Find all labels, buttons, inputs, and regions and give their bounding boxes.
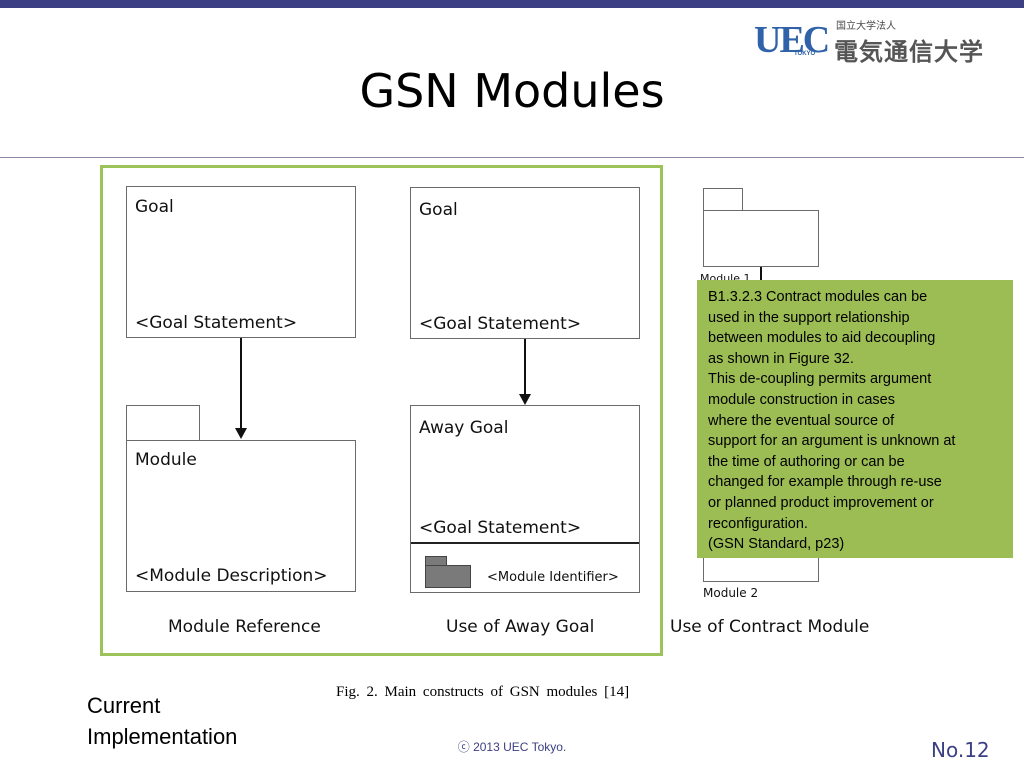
module-identifier: <Module Identifier> [487, 570, 619, 585]
note-line: This de-coupling permits argument [708, 371, 932, 388]
arrow-middle [524, 339, 526, 394]
module-folder-icon [425, 556, 471, 588]
current-implementation-label: Current Implementation [87, 690, 237, 752]
note-line: the time of authoring or can be [708, 453, 905, 470]
contract-module1-tab [703, 188, 743, 211]
module-title: Module [135, 450, 197, 470]
goal-statement-left: <Goal Statement> [135, 313, 298, 333]
caption-module-reference: Module Reference [168, 617, 321, 637]
goal-box-left: Goal <Goal Statement> [126, 186, 356, 338]
note-line: or planned product improvement or [708, 494, 934, 511]
goal-title-left: Goal [135, 197, 174, 217]
current-line2: Implementation [87, 724, 238, 749]
note-line: used in the support relationship [708, 309, 910, 326]
logo-uec-text: UEC [754, 19, 830, 61]
gsn-standard-note: B1.3.2.3 Contract modules can be used in… [697, 280, 1013, 558]
away-goal-statement: <Goal Statement> [419, 518, 582, 538]
arrowhead-middle [519, 394, 531, 405]
logo-jp-small: 国立大学法人 [836, 21, 896, 32]
uec-logo: UEC TOKYO 国立大学法人 電気通信大学 [752, 14, 1002, 66]
away-goal-divider [411, 542, 639, 544]
note-line: module construction in cases [708, 391, 895, 408]
note-line: as shown in Figure 32. [708, 350, 854, 367]
page-number: No.12 [931, 738, 990, 762]
contract-module2-label: Module 2 [703, 586, 759, 600]
figure-frame [100, 165, 663, 656]
contract-connector [760, 267, 762, 281]
note-line: (GSN Standard, p23) [708, 536, 845, 553]
note-line: B1.3.2.3 Contract modules can be [708, 289, 928, 305]
figure-caption: Fig. 2. Main constructs of GSN modules [… [336, 684, 630, 700]
top-accent-bar [0, 0, 1024, 8]
contract-module1-box [703, 210, 819, 267]
arrowhead-left [235, 428, 247, 439]
caption-away-goal: Use of Away Goal [446, 617, 595, 637]
logo-jp-big: 電気通信大学 [834, 39, 984, 66]
arrow-left [240, 338, 242, 428]
module-tab [126, 405, 200, 441]
module-box: Module <Module Description> [126, 440, 356, 592]
slide-title: GSN Modules [359, 64, 665, 118]
note-line: support for an argument is unknown at [708, 433, 956, 450]
module-description: <Module Description> [135, 566, 328, 586]
title-divider [0, 157, 1024, 158]
current-line1: Current [87, 693, 161, 718]
note-line: changed for example through re-use [708, 474, 942, 491]
away-goal-box: Away Goal <Goal Statement> <Module Ident… [410, 405, 640, 593]
note-line: where the eventual source of [708, 412, 895, 429]
logo-tokyo-text: TOKYO [794, 51, 816, 57]
note-line: between modules to aid decoupling [708, 330, 936, 347]
copyright: ⓒ 2013 UEC Tokyo. [457, 740, 567, 754]
note-line: reconfiguration. [708, 515, 808, 532]
goal-statement-middle: <Goal Statement> [419, 314, 582, 334]
goal-box-middle: Goal <Goal Statement> [410, 187, 640, 339]
caption-contract-module: Use of Contract Module [670, 617, 870, 637]
away-goal-title: Away Goal [419, 418, 509, 438]
goal-title-middle: Goal [419, 200, 458, 220]
